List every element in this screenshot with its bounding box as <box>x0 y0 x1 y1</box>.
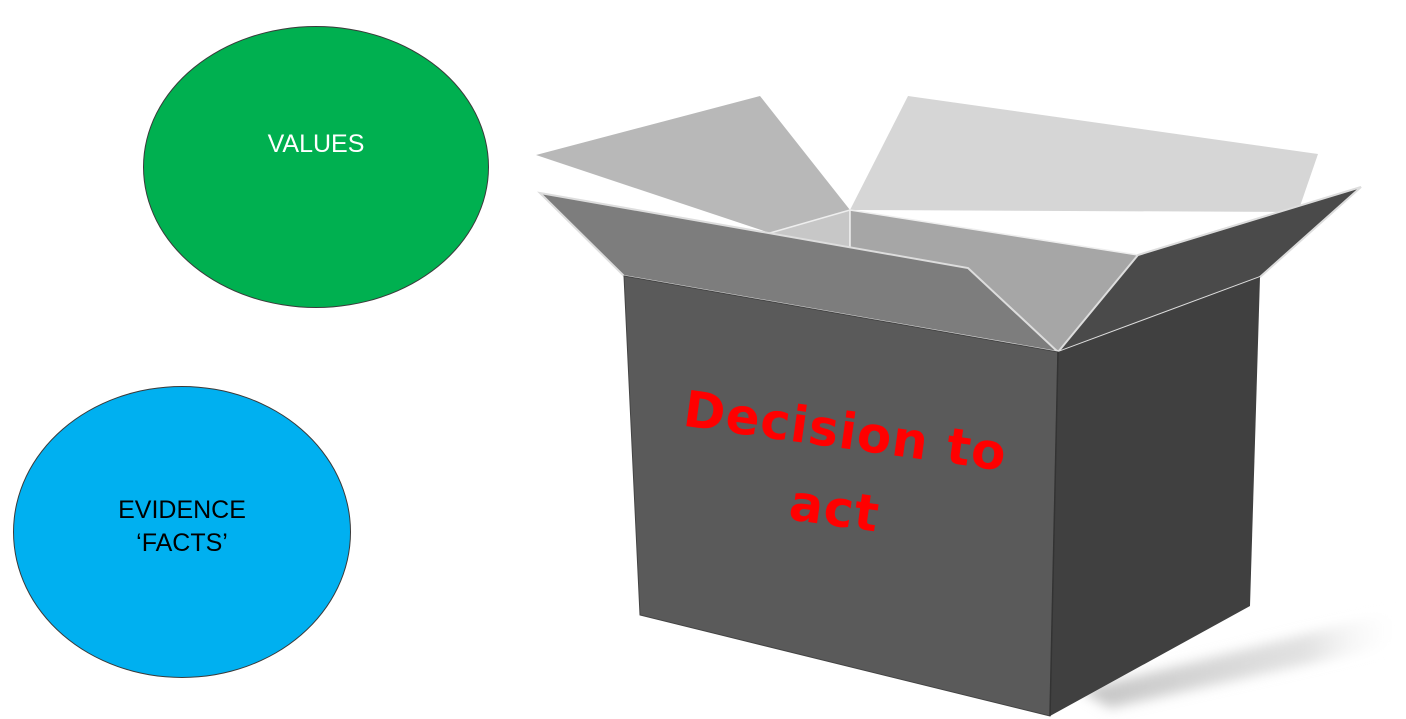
box-back-right-flap <box>850 96 1318 212</box>
